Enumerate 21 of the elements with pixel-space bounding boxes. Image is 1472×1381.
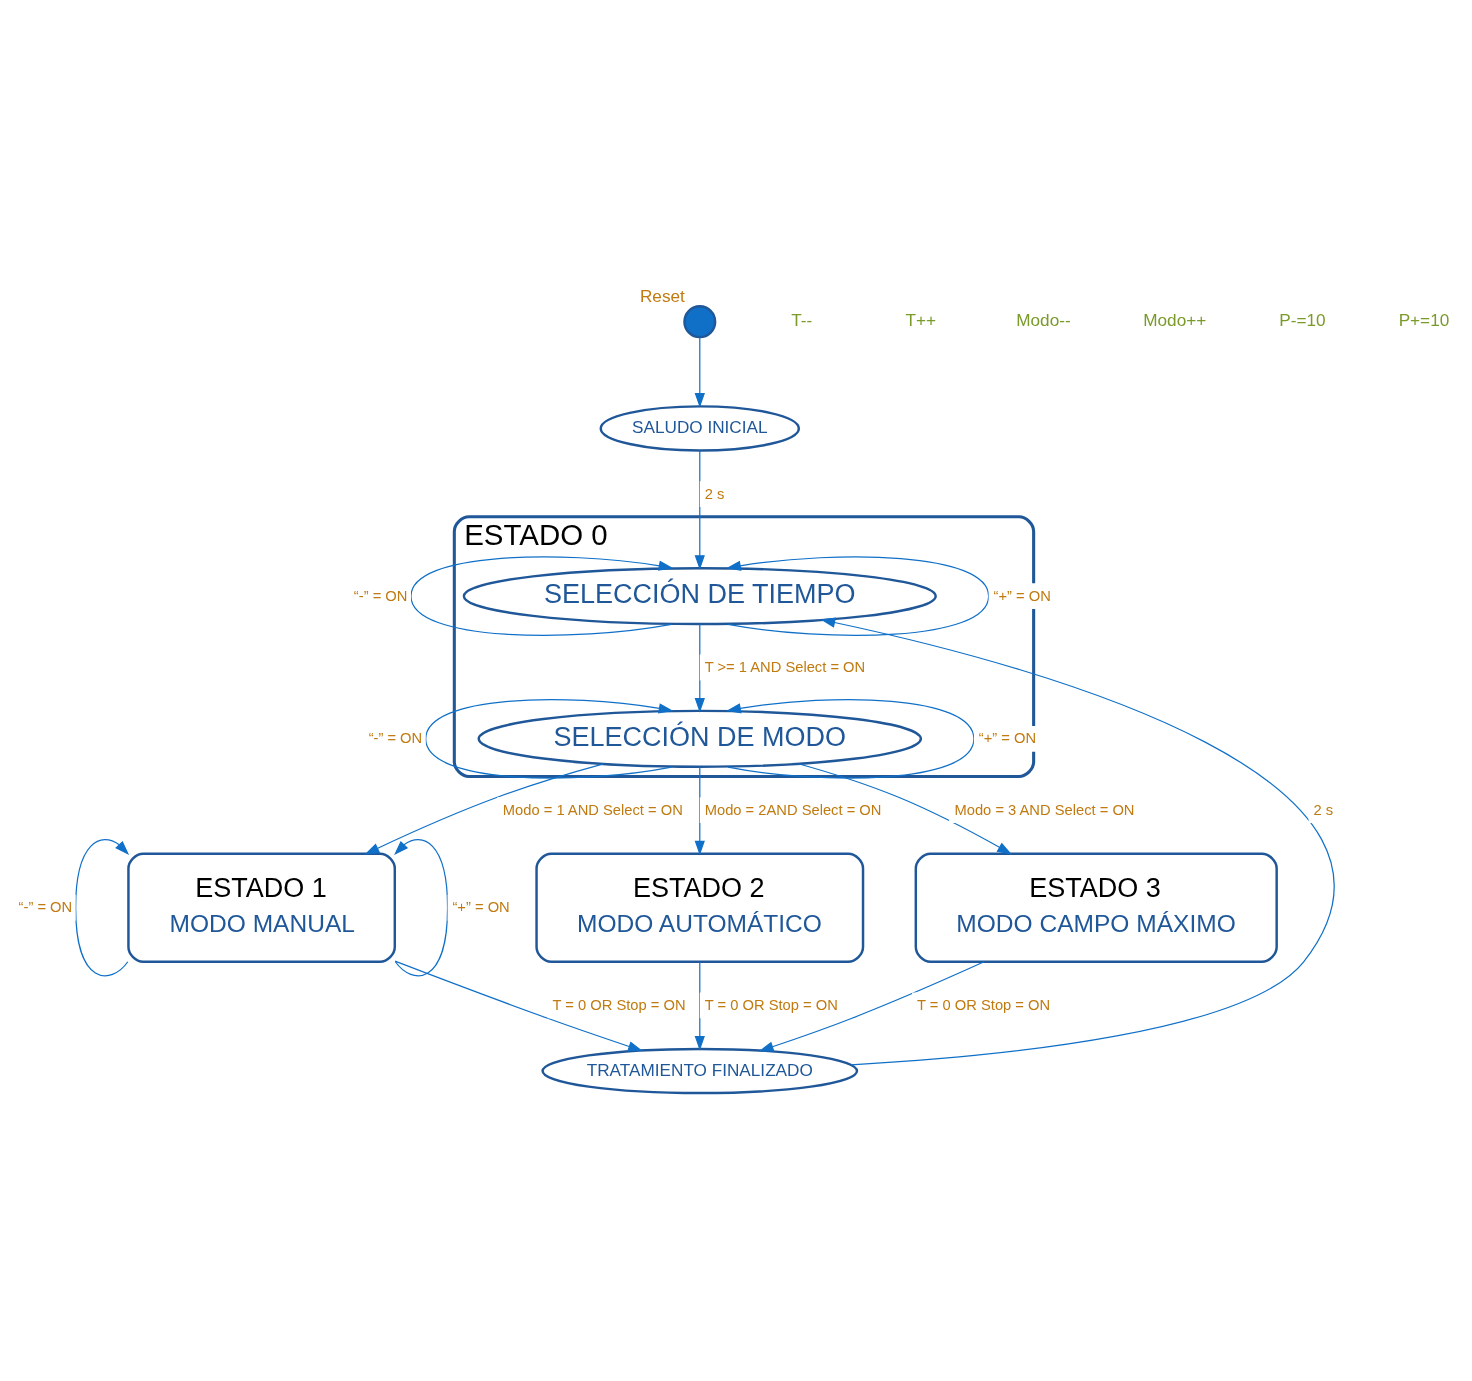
label: Modo-- xyxy=(1016,310,1071,331)
edge-label: T >= 1 AND Select = ON xyxy=(704,658,866,675)
edge-label: “-” = ON xyxy=(353,587,408,604)
edge-label: 2 s xyxy=(1313,801,1334,818)
label: P+=10 xyxy=(1398,310,1450,331)
node-label: Reset xyxy=(639,285,685,306)
edge-label: “+” = ON xyxy=(978,730,1037,747)
edge-label: 2 s xyxy=(704,485,725,502)
edge-label: T = 0 OR Stop = ON xyxy=(704,996,838,1013)
label: T++ xyxy=(905,310,936,331)
edge-label: “-” = ON xyxy=(18,899,73,916)
label: P-=10 xyxy=(1279,310,1326,331)
edge-label: “+” = ON xyxy=(452,899,510,916)
edge-label: T = 0 OR Stop = ON xyxy=(917,996,1051,1013)
label: T-- xyxy=(791,310,813,331)
label: Modo++ xyxy=(1143,310,1207,331)
edge-label: Modo = 2AND Select = ON xyxy=(704,801,882,818)
edge-label: “-” = ON xyxy=(368,730,423,747)
edge-label: Modo = 1 AND Select = ON xyxy=(502,801,683,818)
edge-label: T = 0 OR Stop = ON xyxy=(552,996,686,1013)
edge-label: Modo = 3 AND Select = ON xyxy=(954,801,1135,818)
